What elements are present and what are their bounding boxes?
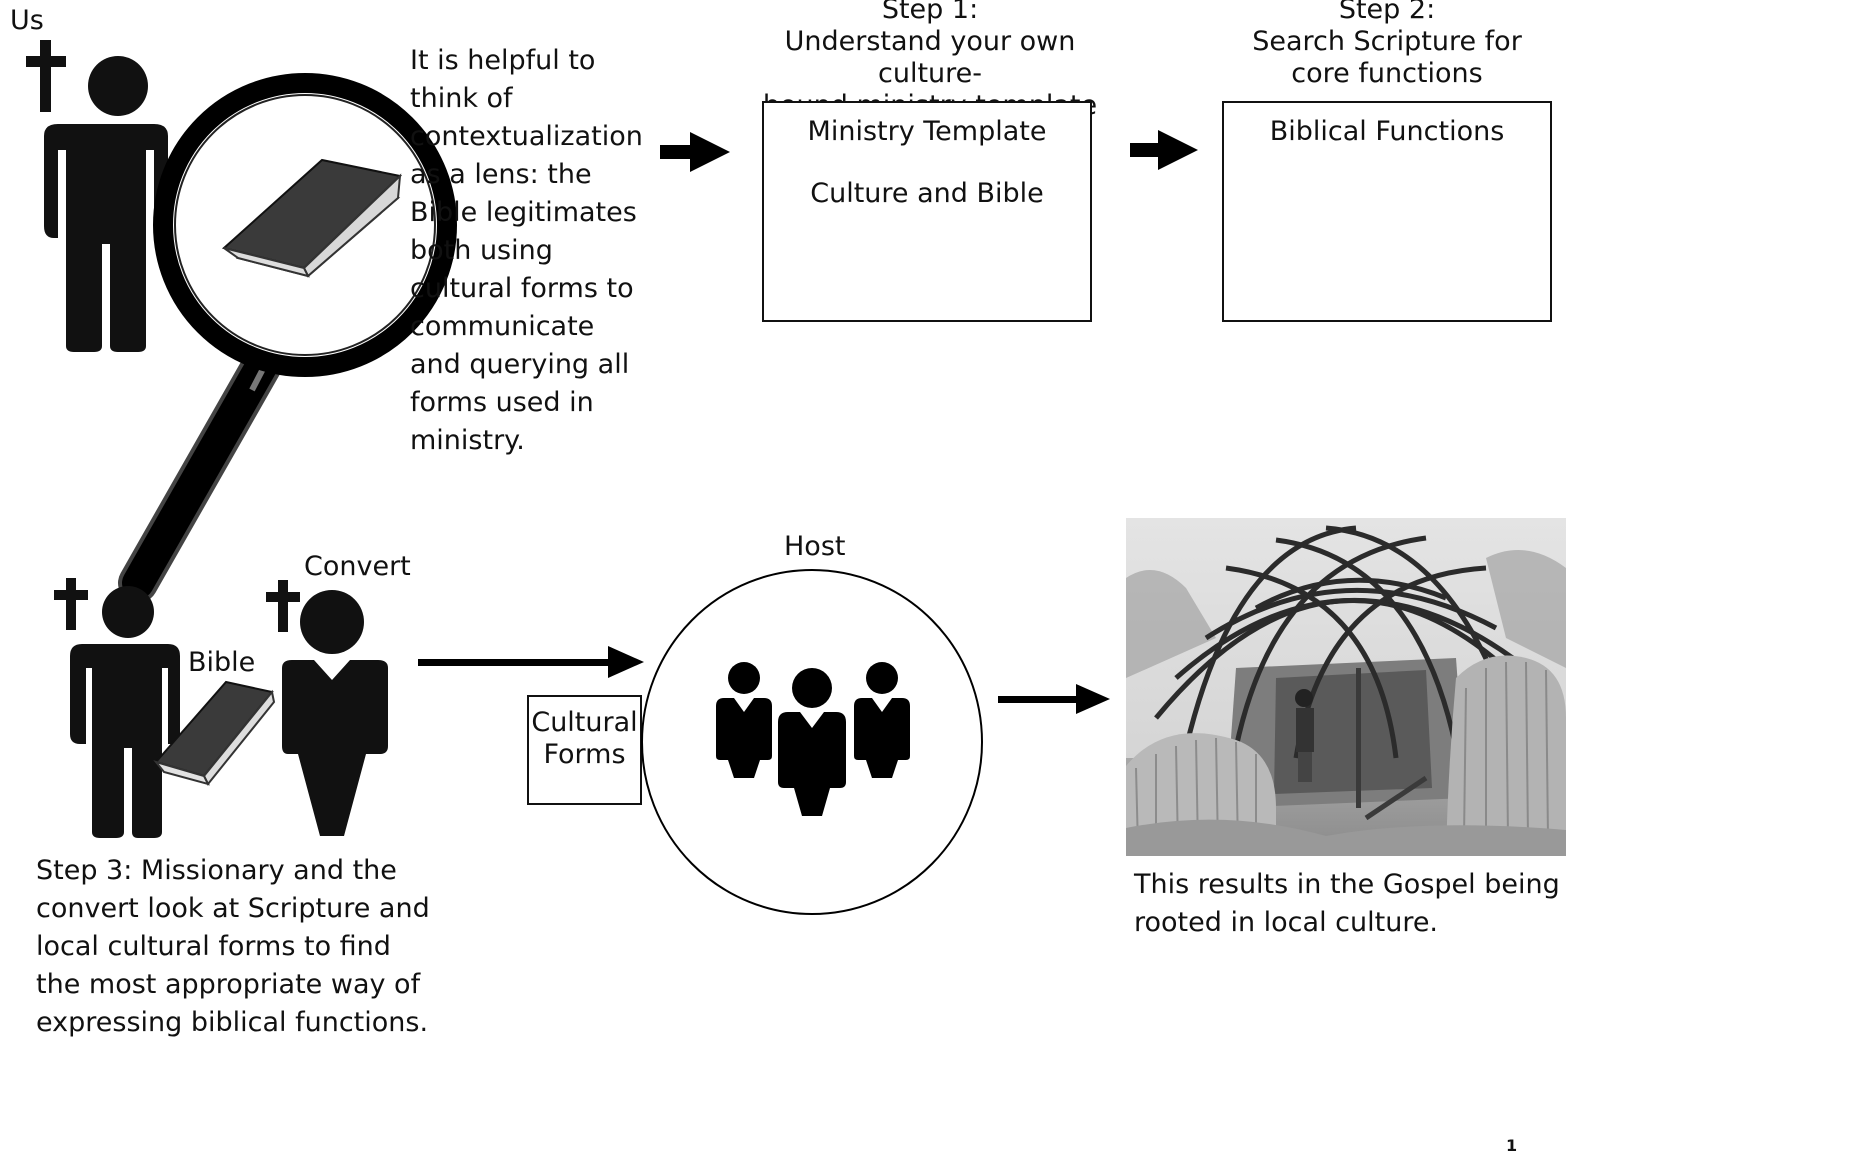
bible-label: Bible — [188, 647, 256, 678]
cultural-forms-box: Cultural Forms — [527, 695, 642, 805]
step3-text: Step 3: Missionary and the convert look … — [36, 855, 430, 1038]
arrow-right-icon — [660, 132, 730, 172]
ministry-template-box: Ministry Template Culture and Bible — [762, 101, 1092, 322]
step2-heading: Step 2: Search Scripture for core functi… — [1222, 0, 1552, 90]
cultural-forms-line1: Cultural — [531, 707, 638, 738]
convert-with-cross-icon — [266, 580, 388, 836]
ministry-template-label: Ministry Template — [807, 116, 1047, 147]
step1-heading-line2: Understand your own culture- — [784, 26, 1076, 89]
missionary-with-cross-icon — [54, 578, 180, 838]
arrow-right-icon — [418, 646, 644, 678]
bible-book-icon — [153, 680, 276, 786]
biblical-functions-label: Biblical Functions — [1269, 116, 1505, 147]
us-label: Us — [10, 5, 44, 36]
cultural-forms-line2: Forms — [543, 739, 626, 770]
convert-label: Convert — [304, 551, 411, 582]
result-text: This results in the Gospel being rooted … — [1134, 869, 1560, 938]
step2-heading-line2: Search Scripture for — [1252, 26, 1522, 57]
host-circle — [641, 569, 983, 915]
culture-and-bible-label: Culture and Bible — [810, 178, 1044, 209]
magnifying-glass-icon — [118, 73, 457, 603]
host-label: Host — [784, 531, 846, 562]
hut-photo — [1126, 518, 1566, 856]
step2-heading-line3: core functions — [1291, 58, 1483, 89]
arrow-right-icon — [1130, 130, 1198, 170]
step1-heading-line1: Step 1: — [881, 0, 979, 25]
host-people-icon — [716, 662, 910, 816]
step2-heading-line1: Step 2: — [1338, 0, 1436, 25]
lens-explanation-text: It is helpful to think of contextualizat… — [410, 45, 643, 456]
biblical-functions-box: Biblical Functions — [1222, 101, 1552, 322]
bible-in-lens-icon — [221, 158, 403, 278]
person-with-cross-icon — [26, 40, 168, 352]
page-number: 1 — [1506, 1136, 1518, 1155]
arrow-right-icon — [998, 684, 1110, 714]
